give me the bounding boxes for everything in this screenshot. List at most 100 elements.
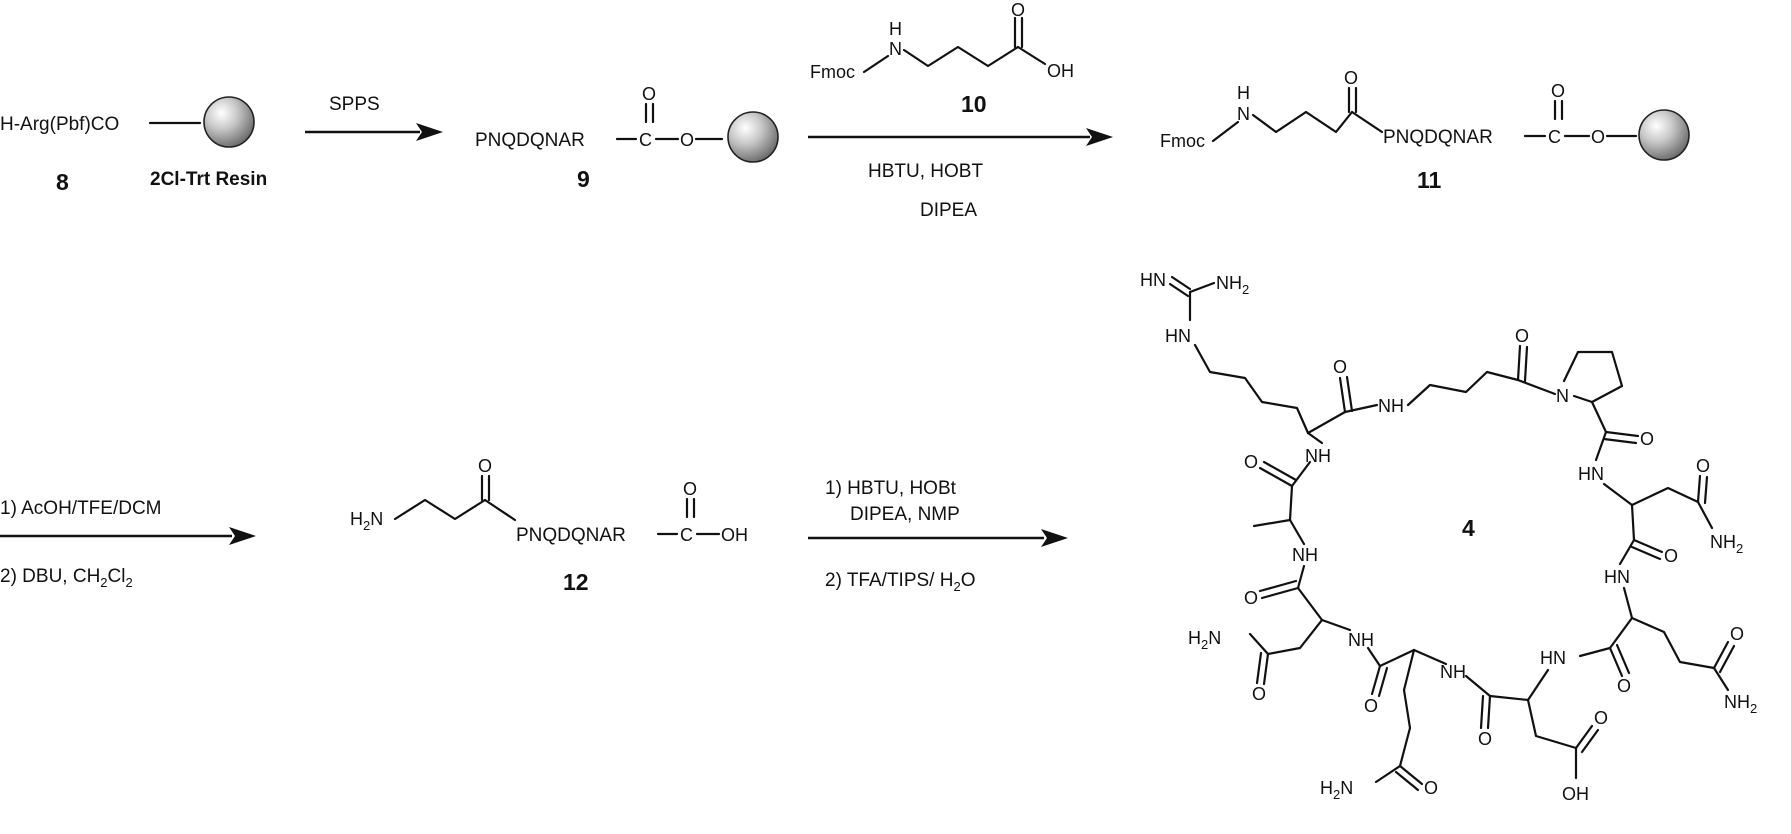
c4-guanidine-nh2: NH2 [1216,273,1249,297]
c4-amide-o: O [1730,624,1744,644]
compound-12-amine-h: H [350,509,363,529]
bond [1258,579,1298,593]
bond [1703,475,1709,505]
bond [1590,400,1608,434]
compound-11-nh: H [1237,83,1250,103]
c4-amide-nh: NH [1292,545,1318,565]
c4-amide-hn: HN [1578,464,1604,484]
bond [1630,616,1716,670]
step3-line1: 1) AcOH/TFE/DCM [0,498,162,519]
step4-line3-a: 2) TFA/TIPS/ H [825,570,953,591]
c4-amine-n: N [1208,628,1221,648]
compound-4: HN NH2 HN O NH O N O HN [1140,270,1757,804]
compound-11-n: N [1237,104,1250,124]
bond [1406,370,1520,407]
c4-amide-o: O [1364,696,1378,716]
c4-amide-o: O [1333,357,1347,377]
compound-12-carbonyl-c: C [680,525,693,545]
bond [1622,586,1634,620]
bond [1562,350,1624,404]
bond [1188,281,1216,294]
compound-10-acid: OH [1047,61,1074,81]
c4-amide-o: O [1252,684,1266,704]
bond [1618,538,1636,566]
step4-line2: DIPEA, NMP [850,504,960,525]
bond [1412,648,1448,666]
bond [1170,275,1192,291]
bond [1632,538,1664,554]
c4-amide-hn: HN [1540,648,1566,668]
bond [1580,728,1600,754]
compound-12-amine-sub: 2 [363,518,370,533]
bond [1572,394,1594,404]
arrow-head [1086,128,1113,146]
reaction-arrow-3: 1) AcOH/TFE/DCM 2) DBU, CH2Cl2 [0,498,256,590]
c4-amine: H2N [1188,628,1221,652]
step4-line3-sub: 2 [953,579,960,594]
compound-12-carbonyl-o: O [683,479,697,499]
bond [1377,666,1389,698]
bond [1266,618,1324,656]
compound-10-nh: H [889,19,902,39]
c4-amine-n: N [1340,778,1353,798]
bond [483,498,517,522]
bond [1479,694,1485,730]
bond [1296,586,1324,622]
bond [1288,484,1294,522]
bond [1486,694,1492,730]
bond [1608,646,1624,678]
c4-amide-nh: NH [1378,396,1404,416]
compound-12-sequence: PNQDQNAR [516,525,626,546]
resin-bead-icon [727,111,779,163]
compound-9-carbonyl-c: C [639,130,652,150]
reaction-arrow-2: HBTU, HOBT DIPEA [808,128,1113,221]
compound-11-number: 11 [1417,167,1442,193]
step3-line2: 2) DBU, CH2Cl2 [0,566,133,590]
reaction-arrow-1: SPPS [305,94,443,141]
bond [1630,486,1700,507]
bond [1398,688,1412,768]
bond [1630,545,1662,561]
resin-bead-icon [1638,109,1690,161]
c4-amine-h: H [1188,628,1201,648]
bond [1594,430,1608,462]
bond [1338,376,1347,414]
c4-guanidine-nh: HN [1165,326,1191,346]
compound-10: Fmoc N H O OH 10 [810,0,1074,117]
c4-amide-nh: NH [1440,662,1466,682]
compound-10-n: N [889,39,902,59]
c4-amide-o: O [1424,778,1438,798]
bond [1523,345,1529,383]
c4-nh2: NH2 [1724,692,1757,716]
compound-11-linker-o: O [1591,127,1605,147]
compound-4-number: 4 [1462,515,1475,541]
step4-line3: 2) TFA/TIPS/ H2O [825,570,975,594]
bond [1262,460,1298,482]
bond [1712,640,1730,670]
c4-amide-nh: NH [1305,446,1331,466]
bond [1211,120,1240,143]
c4-amine: H2N [1320,778,1353,802]
bond [1516,378,1557,396]
bond [1296,564,1306,590]
c4-amide-o: O [1640,429,1654,449]
compound-10-acid-o: O [1011,0,1025,20]
step2-line1: HBTU, HOBT [868,161,983,182]
bond [1251,110,1354,134]
compound-9-number: 9 [577,166,590,192]
bond [1260,586,1300,600]
compound-8-label: H-Arg(Pbf)CO [0,114,119,135]
bond [1262,652,1270,686]
compound-9-linker-o: O [680,130,694,150]
bond [393,498,487,521]
bond [1366,646,1382,668]
c4-nh2-text: NH [1710,532,1736,552]
c4-amide-o: O [1594,708,1608,728]
bond [1258,466,1294,488]
bond [1398,764,1424,786]
step1-reagent: SPPS [329,94,380,115]
bond [1574,724,1594,750]
bond [1320,618,1352,632]
step3-line2-a: 2) DBU, CH [0,566,100,587]
